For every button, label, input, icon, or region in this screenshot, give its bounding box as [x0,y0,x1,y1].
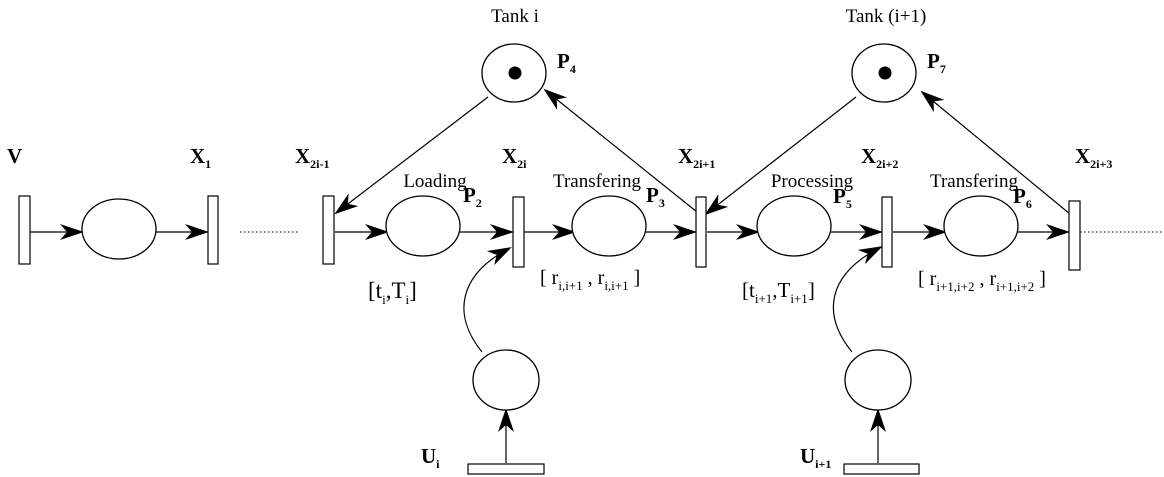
place-p2 [385,195,461,257]
arc-p4-to-x2i-1 [334,96,489,215]
p2-label: P2 [463,183,482,210]
transfering-label-1: Transfering [553,171,641,192]
transition-x1 [207,195,219,265]
place-ui [472,349,540,411]
token-p4 [508,66,522,80]
arc-ui1-place-to-x2i2 [832,246,883,353]
x1-label: X1 [190,144,211,171]
place-left [81,198,157,260]
arc-x2i3-to-p7 [920,90,1071,215]
arc-ui-place-to-x2i [463,247,512,353]
x2i1-label: X2i+1 [678,144,715,171]
p5-label: P5 [833,184,852,211]
processing-label: Processing [771,171,854,192]
place-p5 [756,195,832,257]
loading-label: Loading [403,171,467,192]
x2i-1-label: X2i-1 [295,144,330,171]
interval-loading: [ti,Ti] [368,278,417,307]
x2i3-label: X2i+3 [1075,144,1112,171]
transition-ui-source [467,463,545,475]
ui-label: Ui [421,444,440,471]
p6-label: P6 [1013,184,1032,211]
arc-p7-to-x2i1 [704,96,857,216]
tank-i-label: Tank i [491,6,539,27]
transition-x2i-1 [322,195,335,265]
interval-transfer-1: [ ri,i+1 , ri,i+1 ] [540,267,640,293]
transition-x2i3 [1068,200,1081,271]
x2i-label: X2i [502,144,527,171]
token-p7 [878,66,892,80]
p7-label: P7 [927,49,946,76]
arc-x2i1-to-p4 [543,88,698,213]
transition-x2i [512,196,525,268]
transfering-label-2: Transfering [930,171,1018,192]
interval-processing: [ti+1,Ti+1] [742,278,815,306]
transition-x2i2 [881,196,893,268]
tank-i1-label: Tank (i+1) [846,6,927,27]
transition-ui1-source [843,463,920,475]
interval-transfer-2: [ ri+1,i+2 , ri+1,i+2 ] [918,268,1046,294]
x2i2-label: X2i+2 [861,144,898,171]
transition-x2i1 [695,196,707,268]
ui1-label: Ui+1 [800,444,831,471]
p3-label: P3 [646,183,665,210]
p4-label: P4 [557,49,576,76]
v-label: V [7,144,22,168]
place-p3 [571,195,647,257]
place-p6 [943,195,1019,257]
place-ui1 [844,349,912,411]
transition-v [18,195,31,265]
